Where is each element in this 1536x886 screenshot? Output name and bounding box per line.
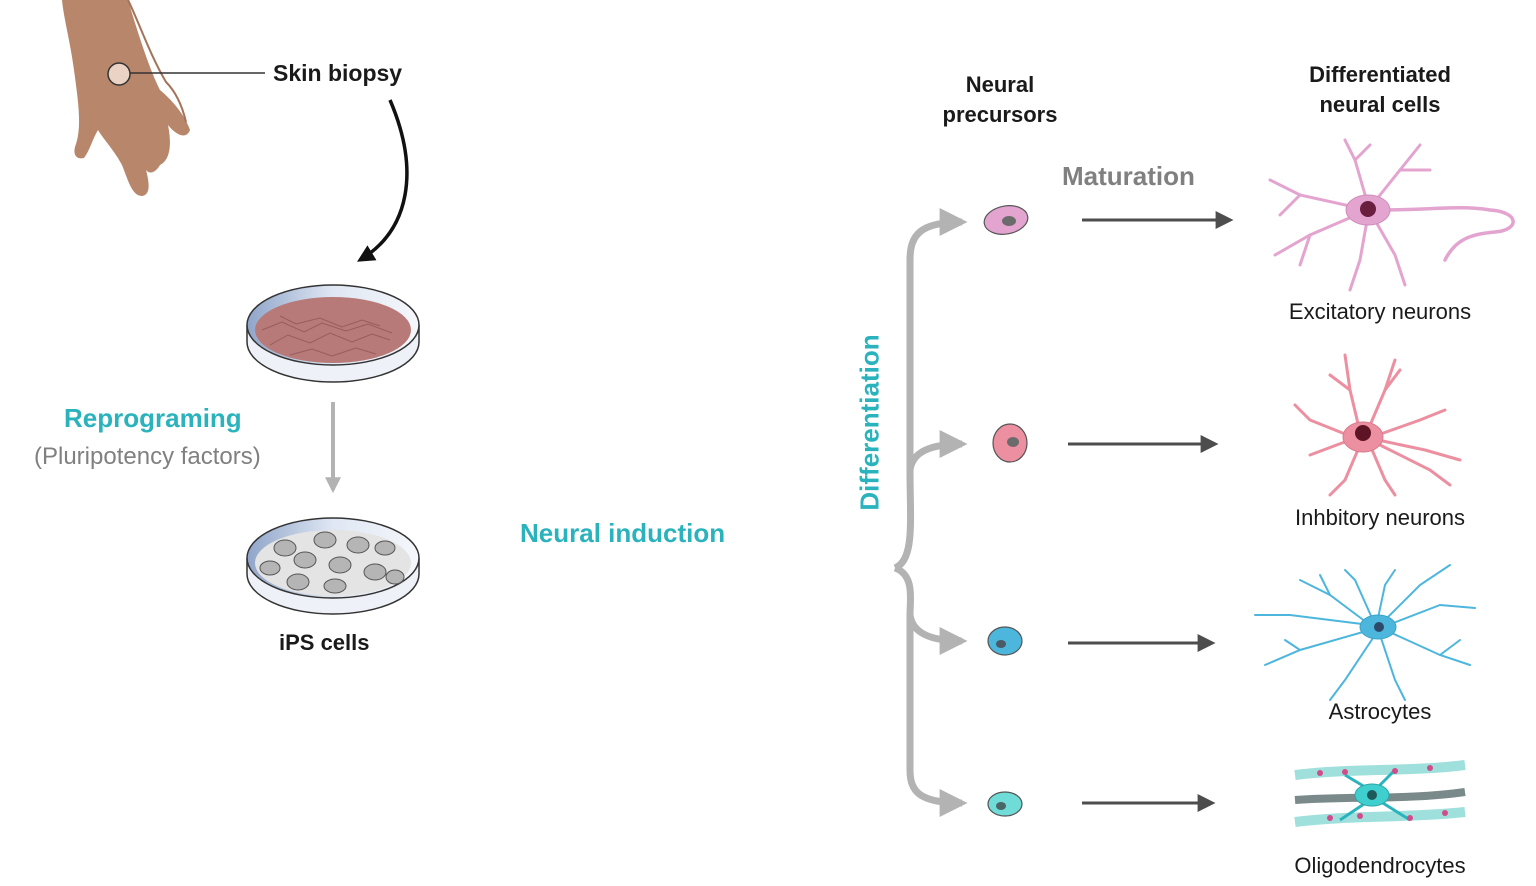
neural-precursors-line-2: precursors [942, 102, 1058, 127]
cell-type-label-inhibitory: Inhbitory neurons [1295, 505, 1465, 530]
hand-icon [62, 0, 190, 196]
astrocyte-icon [1254, 564, 1476, 701]
neural-induction-label: Neural induction [520, 518, 726, 548]
precursor-cell-inhibitory [992, 423, 1028, 463]
differentiation-branch-4 [906, 615, 968, 817]
biopsy-to-culture-arrow [357, 99, 409, 262]
cell-type-label-astrocytes: Astrocytes [1328, 699, 1432, 724]
differentiation-branch-3 [893, 564, 968, 655]
differentiated-line-1: Differentiated [1309, 62, 1451, 87]
cell-type-label-oligodendrocytes: Oligodendrocytes [1294, 853, 1466, 878]
neural-precursors-line-1: Neural [965, 72, 1035, 97]
ips-dish-icon [246, 517, 420, 615]
precursor-cell-astrocyte [987, 626, 1023, 656]
fibroblast-dish-icon [246, 284, 420, 383]
differentiation-branch-2 [906, 430, 968, 471]
cell-type-label-excitatory: Excitatory neurons [1288, 299, 1472, 324]
inhibitory-neuron-icon [1293, 353, 1462, 497]
differentiation-branch-1 [893, 208, 968, 572]
neural-precursors-heading: Neural precursors [920, 70, 1080, 130]
precursor-cell-oligodendrocyte [987, 791, 1023, 817]
pluripotency-label: (Pluripotency factors) [34, 443, 261, 470]
differentiated-cells-heading: Differentiated neural cells [1270, 60, 1490, 120]
ips-cells-label: iPS cells [279, 630, 370, 655]
reprograming-label: Reprograming [64, 403, 242, 433]
differentiated-line-2: neural cells [1319, 92, 1441, 117]
skin-biopsy-label: Skin biopsy [273, 60, 403, 86]
oligodendrocyte-icon [1294, 760, 1466, 827]
precursor-cell-excitatory [983, 205, 1029, 235]
maturation-label: Maturation [1062, 161, 1195, 191]
excitatory-neuron-icon [1268, 138, 1515, 292]
differentiation-label: Differentiation [854, 334, 885, 511]
biopsy-marker [107, 62, 131, 86]
